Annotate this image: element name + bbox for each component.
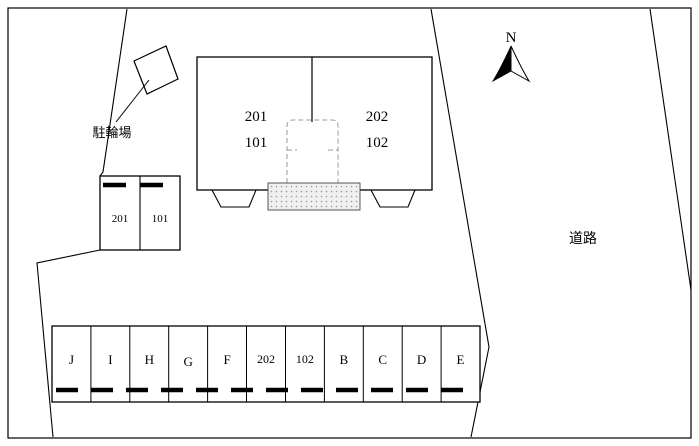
boundary-lines (36, 8, 692, 438)
stall-label: H (145, 352, 154, 367)
left-lower-boundary-line (36, 249, 101, 438)
road-label: 道路 (569, 231, 597, 247)
north-label: N (506, 30, 517, 46)
stall-label: E (457, 352, 465, 367)
unit-label-left-lower: 101 (245, 135, 268, 151)
bicycle-parking-shape (133, 45, 179, 95)
small-stall-label: 101 (152, 213, 169, 225)
unit-label-left-upper: 201 (245, 109, 268, 125)
bicycle-parking-leader-line (115, 79, 150, 123)
stall-label: J (69, 352, 74, 367)
left-entrance-notch (211, 189, 257, 208)
left-upper-boundary-line (99, 8, 128, 177)
stall-label: I (108, 352, 112, 367)
stall-label: 102 (296, 352, 314, 366)
right-entrance-notch (370, 189, 416, 208)
approach-outline (286, 119, 339, 183)
compass-needle-dark-icon (491, 45, 512, 83)
stall-label: B (339, 352, 348, 367)
compass-needle-light-icon (510, 45, 531, 83)
dashed-approach-path (286, 119, 339, 183)
main-parking-row: J I H G F 202 102 B C D E (51, 325, 481, 403)
right-boundary-line (430, 8, 490, 438)
north-arrow: N (491, 30, 531, 83)
bicycle-parking-label: 駐輪場 (92, 125, 131, 140)
bicycle-parking: 駐輪場 (92, 45, 179, 140)
stall-label: D (417, 352, 426, 367)
stall-label: 202 (257, 352, 275, 366)
stall-label: F (223, 352, 230, 367)
stall-label: G (184, 354, 193, 369)
small-stall-label: 201 (112, 213, 129, 225)
outer-border (7, 7, 692, 439)
small-parking-block: 201 101 (99, 175, 181, 251)
stall-label: C (378, 352, 387, 367)
road-far-edge-line (649, 8, 692, 291)
building: 201 101 202 102 (196, 56, 433, 211)
unit-label-right-upper: 202 (366, 109, 389, 125)
building-outline (196, 56, 433, 191)
unit-label-right-lower: 102 (366, 135, 389, 151)
entrance-walkway (267, 182, 361, 211)
